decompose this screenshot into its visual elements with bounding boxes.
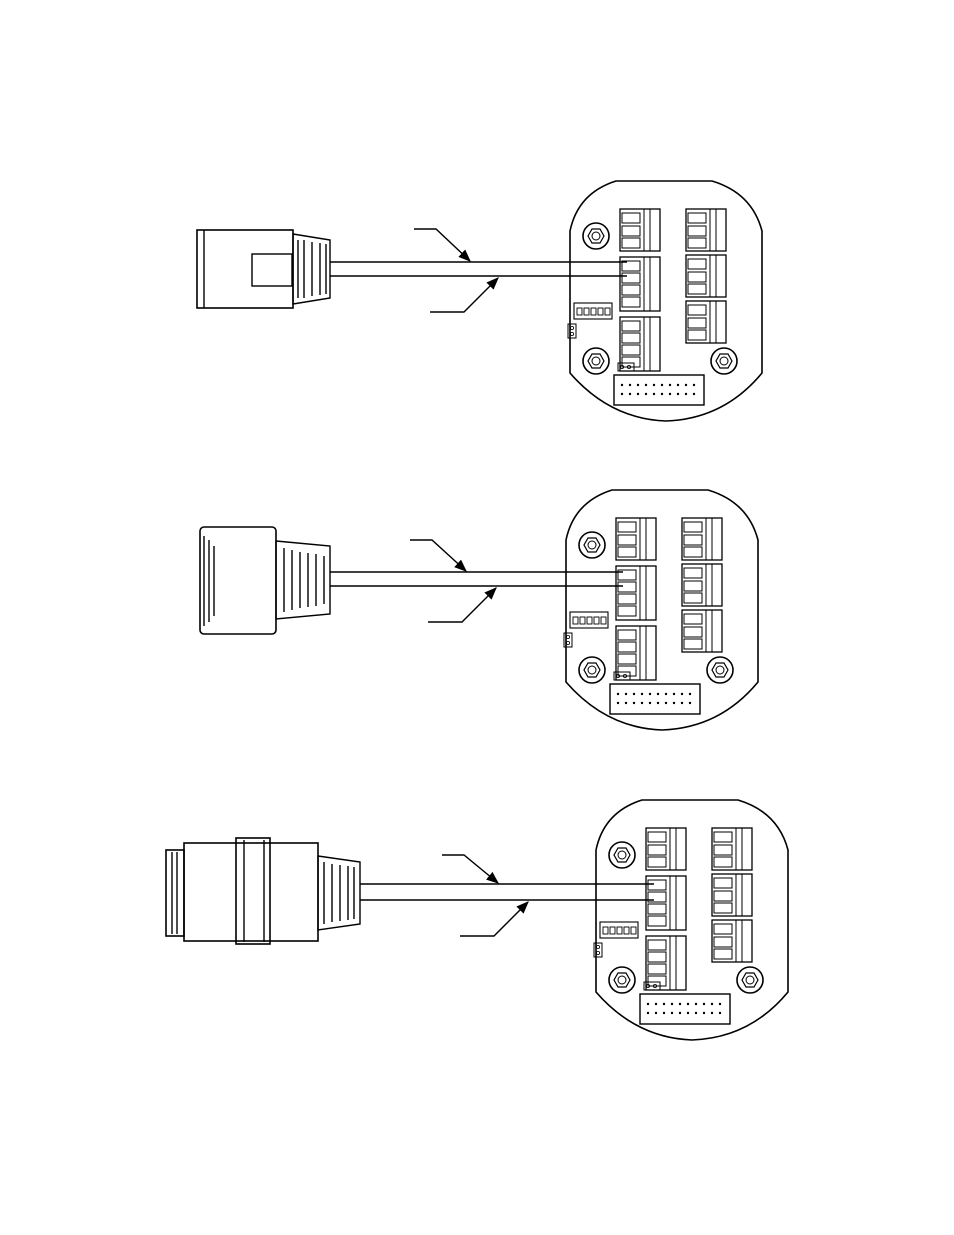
round-plug-connector xyxy=(200,527,330,634)
wiring-diagram-2 xyxy=(200,490,758,730)
cable xyxy=(330,262,627,276)
terminal-board xyxy=(564,490,758,730)
leader-line-upper xyxy=(442,855,498,883)
wiring-diagram-3 xyxy=(166,800,788,1040)
terminal-board xyxy=(594,800,788,1040)
cable xyxy=(330,572,623,586)
terminal-board xyxy=(568,181,762,421)
cable xyxy=(360,884,654,900)
circular-threaded-plug-connector xyxy=(166,838,360,944)
leader-line-lower xyxy=(430,278,498,312)
rectangular-plug-connector xyxy=(197,230,330,308)
wiring-diagram-1 xyxy=(197,181,762,421)
leader-line-upper xyxy=(410,540,466,571)
leader-line-lower xyxy=(460,902,528,936)
leader-line-upper xyxy=(414,229,470,261)
leader-line-lower xyxy=(428,588,496,622)
